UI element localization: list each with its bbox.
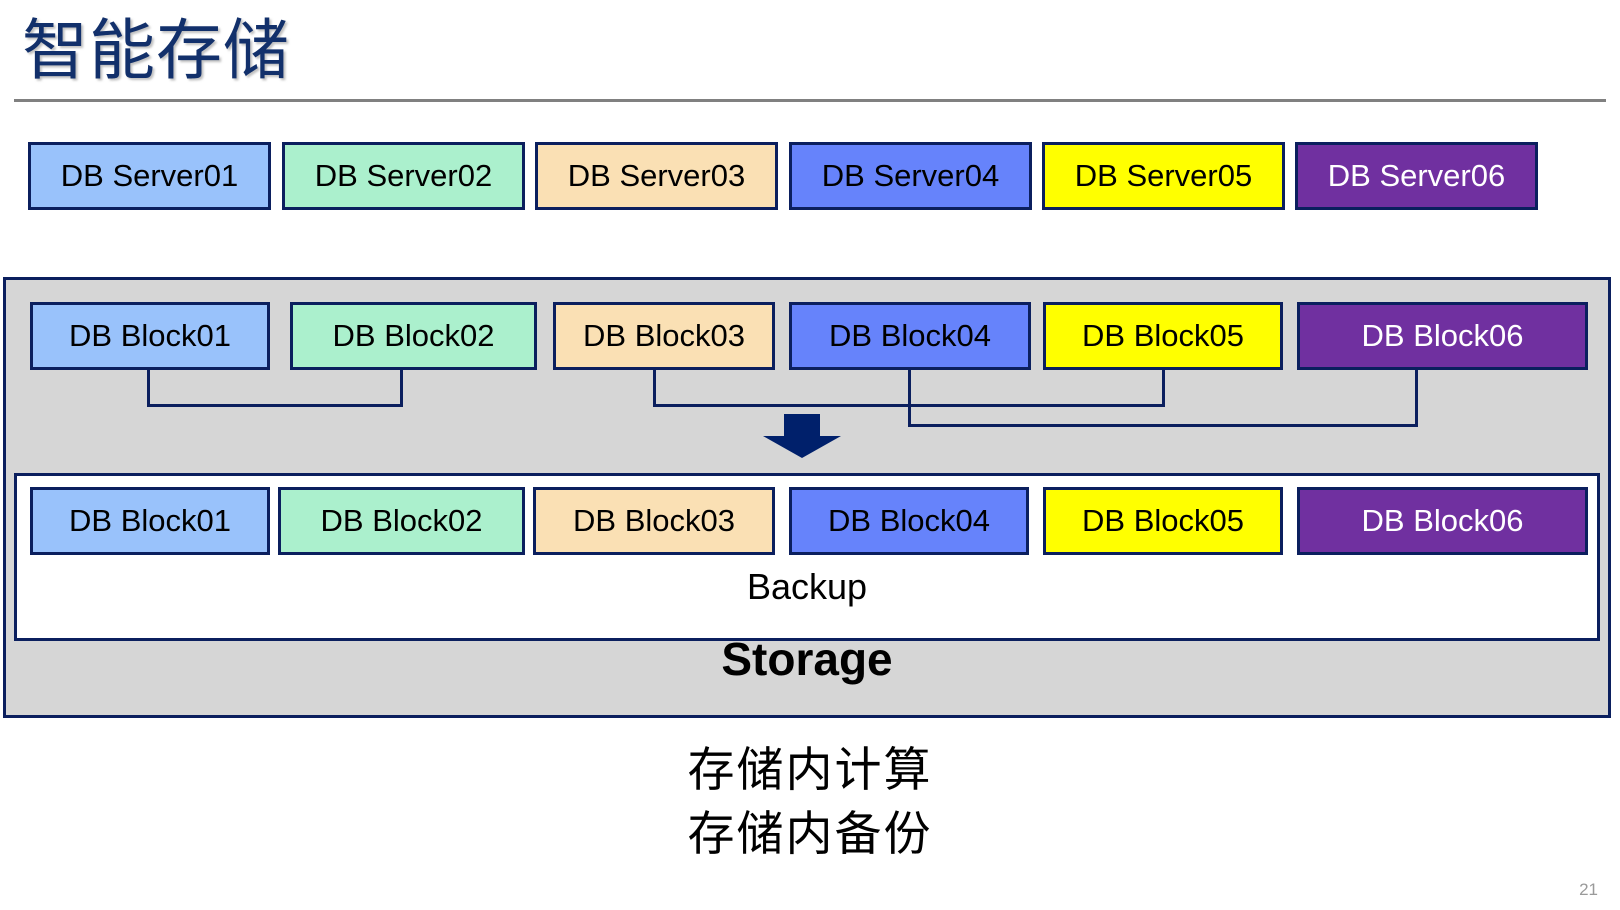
page-title: 智能存储 [22,13,290,87]
connector-line [1162,370,1165,407]
db-block-box: DB Block06 [1297,487,1588,555]
connector-line [147,404,403,407]
down-arrow-icon [763,414,841,458]
db-block-box: DB Block04 [789,302,1031,370]
caption-line-2: 存储内备份 [687,807,933,860]
db-server-box: DB Server06 [1295,142,1538,210]
db-server-box: DB Server04 [789,142,1032,210]
page-number: 21 [1579,880,1598,899]
connector-line [908,424,1418,427]
db-server-box: DB Server03 [535,142,778,210]
caption-line-1: 存储内计算 [687,743,933,796]
db-block-box: DB Block01 [30,302,270,370]
db-block-box: DB Block05 [1043,302,1283,370]
db-block-box: DB Block02 [278,487,525,555]
connector-line [653,370,656,407]
db-server-box: DB Server05 [1042,142,1285,210]
connector-line [400,370,403,407]
db-server-box: DB Server02 [282,142,525,210]
db-block-box: DB Block01 [30,487,270,555]
db-block-box: DB Block05 [1043,487,1283,555]
db-server-box: DB Server01 [28,142,271,210]
title-divider [14,99,1606,102]
connector-line [147,370,150,407]
storage-label: Storage [721,633,893,685]
db-block-box: DB Block06 [1297,302,1588,370]
db-block-box: DB Block02 [290,302,537,370]
db-block-box: DB Block03 [533,487,775,555]
connector-line [1415,370,1418,427]
backup-label: Backup [746,566,868,607]
connector-line [908,370,911,427]
db-block-box: DB Block03 [553,302,775,370]
db-block-box: DB Block04 [789,487,1029,555]
